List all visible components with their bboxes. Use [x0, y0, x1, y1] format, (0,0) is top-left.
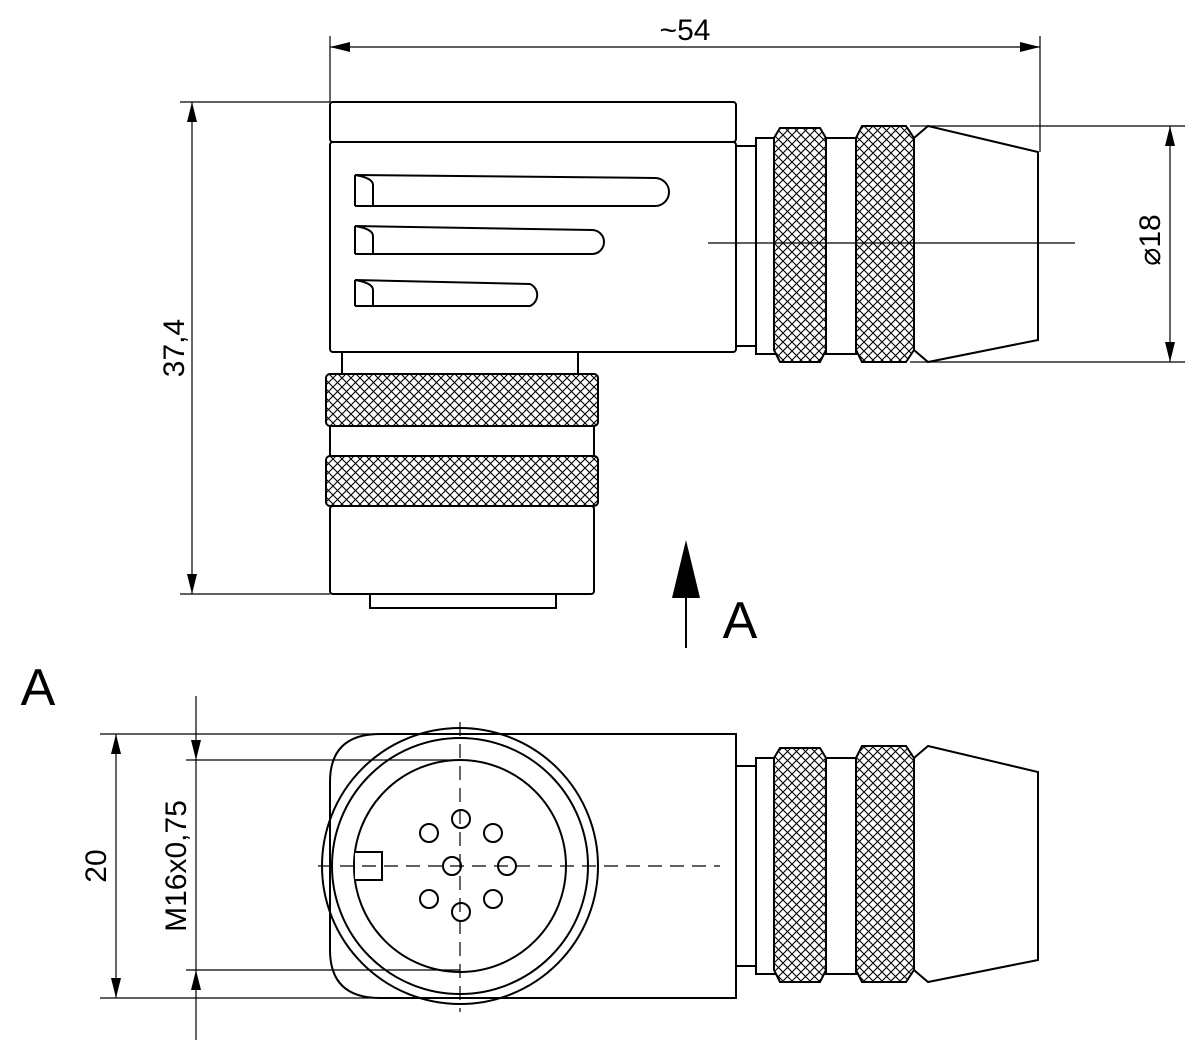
knurl-ring-1	[773, 127, 827, 363]
dim-cable-diameter-label: ⌀18	[1134, 214, 1167, 265]
dim-thread	[186, 696, 460, 1040]
pin-7	[483, 889, 503, 909]
knurl-ring-2	[855, 125, 915, 363]
gland-collar	[735, 145, 757, 347]
coupling-knurl-2	[325, 455, 599, 507]
dim-cable-diameter	[910, 125, 1185, 363]
knurl-ring-2-front	[855, 745, 915, 983]
coupling-knurl-1	[325, 373, 599, 427]
gland-spacer	[825, 137, 857, 355]
pin-2	[419, 823, 439, 843]
dim-width-label: 20	[80, 849, 113, 882]
housing-body	[329, 141, 737, 353]
view-arrow	[672, 540, 700, 648]
grip-slot-1	[354, 174, 670, 207]
dim-height-label: 37,4	[158, 319, 191, 377]
dim-thread-label: M16x0,75	[160, 800, 193, 932]
pin-1	[451, 809, 471, 829]
dim-height	[180, 101, 330, 595]
cable-boot-front	[913, 744, 1039, 984]
coupling-neck	[341, 351, 579, 375]
knurl-ring-1-front	[773, 747, 827, 983]
housing-top-plate	[329, 101, 737, 143]
coupling-tip	[369, 593, 557, 609]
grip-slot-2	[354, 225, 605, 255]
pin-3	[483, 823, 503, 843]
dim-overall-length	[329, 36, 1041, 152]
dim-width	[100, 733, 380, 999]
view-arrow-label: A	[723, 592, 758, 650]
gland-spacer-front	[825, 757, 857, 975]
cable-boot	[913, 124, 1039, 364]
coupling-sleeve	[329, 505, 595, 595]
pin-8	[451, 902, 471, 922]
gland-collar-front	[735, 765, 757, 967]
pin-6	[419, 889, 439, 909]
dim-overall-length-label: ~54	[660, 14, 711, 47]
section-title: A	[21, 659, 56, 717]
grip-slot-3	[354, 279, 539, 307]
coupling-mid	[329, 425, 595, 457]
centerlines-front	[318, 722, 720, 1012]
side-view	[325, 101, 1039, 609]
